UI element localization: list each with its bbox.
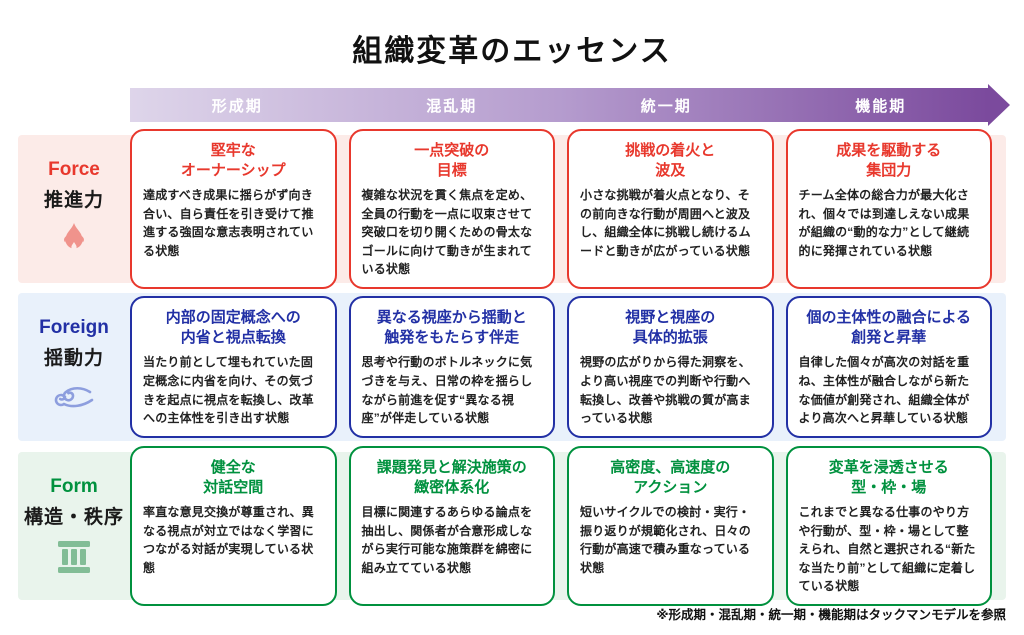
footnote: ※形成期・混乱期・統一期・機能期はタックマンモデルを参照 (656, 608, 1006, 622)
card-force-4: 成果を駆動する 集団力 チーム全体の総合力が最大化され、個々では到達しえない成果… (785, 129, 992, 289)
card-foreign-3: 視野と視座の 具体的拡張 視野の広がりから得た洞察を、より高い視座での判断や行動… (567, 296, 774, 438)
card-body: 思考や行動のボトルネックに気づきを与え、日常の枠を揺らしながら前進を促す“異なる… (361, 355, 533, 426)
card-body: 小さな挑戦が着火点となり、その前向きな行動が周囲へと波及し、組織全体に挑戦し続け… (580, 188, 751, 258)
card-body: 目標に関連するあらゆる論点を抽出し、関係者が合意形成しながら実行可能な施策群を綿… (361, 505, 533, 575)
card-title: 挑戦の着火と 波及 (625, 142, 716, 179)
phase-cell-norming: 統一期 (559, 88, 774, 122)
phase-cell-storming: 混乱期 (345, 88, 560, 122)
row-form: Form 構造・秩序 健全な 対話空間 率直な意見交換が尊重され、異なる視点が対… (18, 446, 1006, 606)
row-form-cards: 健全な 対話空間 率直な意見交換が尊重され、異なる視点が対立ではなく学習につなが… (130, 446, 1006, 606)
row-foreign: Foreign 揺動力 内部の固定概念への 内省と視点転換 当たり前として埋もれ… (18, 293, 1006, 441)
card-title: 一点突破の 目標 (414, 142, 490, 179)
row-foreign-label: Foreign 揺動力 (18, 317, 130, 418)
row-force-label: Force 推進力 (18, 159, 130, 260)
row-force-cards: 堅牢な オーナーシップ 達成すべき成果に揺らがず向き合い、自ら責任を引き受けて推… (130, 129, 1006, 289)
card-title: 個の主体性の融合による 創発と昇華 (806, 309, 972, 346)
card-force-3: 挑戦の着火と 波及 小さな挑戦が着火点となり、その前向きな行動が周囲へと波及し、… (567, 129, 774, 289)
card-body: 複雑な状況を貫く焦点を定め、全員の行動を一点に収束させて突破口を切り開くための骨… (361, 188, 533, 277)
row-force-en-label: Force (48, 158, 100, 180)
phase-cell-performing: 機能期 (774, 88, 989, 122)
row-form-label: Form 構造・秩序 (18, 476, 130, 577)
card-form-4: 変革を浸透させる 型・枠・場 これまでと異なる仕事のやり方や行動が、型・枠・場と… (785, 446, 992, 606)
row-foreign-en-label: Foreign (39, 316, 109, 338)
card-title: 視野と視座の 具体的拡張 (625, 309, 716, 346)
row-force-jp-label: 推進力 (43, 189, 104, 211)
card-force-2: 一点突破の 目標 複雑な状況を貫く焦点を定め、全員の行動を一点に収束させて突破口… (348, 129, 555, 289)
page-title: 組織変革のエッセンス (352, 35, 672, 68)
card-body: 達成すべき成果に揺らがず向き合い、自ら責任を引き受けて推進する強固な意志表明され… (143, 188, 314, 258)
phase-cell-forming: 形成期 (130, 88, 345, 122)
card-force-1: 堅牢な オーナーシップ 達成すべき成果に揺らがず向き合い、自ら責任を引き受けて推… (130, 129, 337, 289)
flame-icon (54, 220, 94, 260)
card-form-3: 高密度、高速度の アクション 短いサイクルでの検討・実行・振り返りが規範化され、… (567, 446, 774, 606)
row-form-en-label: Form (50, 475, 98, 497)
card-body: 短いサイクルでの検討・実行・振り返りが規範化され、日々の行動が高速で積み重なって… (580, 505, 751, 575)
row-force: Force 推進力 堅牢な オーナーシップ 達成すべき成果に揺らがず向き合い、自… (18, 129, 1006, 289)
phase-gradient-arrow: 形成期 混乱期 統一期 機能期 (130, 88, 988, 122)
card-foreign-1: 内部の固定概念への 内省と視点転換 当たり前として埋もれていた固定概念に内省を向… (130, 296, 337, 438)
row-foreign-cards: 内部の固定概念への 内省と視点転換 当たり前として埋もれていた固定概念に内省を向… (130, 296, 1006, 438)
card-foreign-4: 個の主体性の融合による 創発と昇華 自律した個々が高次の対話を重ね、主体性が融合… (785, 296, 992, 438)
card-foreign-2: 異なる視座から揺動と 触発をもたらす伴走 思考や行動のボトルネックに気づきを与え… (348, 296, 555, 438)
wind-icon (52, 378, 96, 418)
card-title: 内部の固定概念への 内省と視点転換 (165, 309, 301, 346)
card-body: チーム全体の総合力が最大化され、個々では到達しえない成果が組織の“動的な力”とし… (798, 188, 970, 258)
card-body: 視野の広がりから得た洞察を、より高い視座での判断や行動へ転換し、改善や挑戦の質が… (580, 355, 751, 426)
card-title: 変革を浸透させる 型・枠・場 (828, 459, 949, 496)
phase-label-performing: 機能期 (855, 97, 907, 115)
row-foreign-jp-label: 揺動力 (43, 347, 104, 369)
card-title: 課題発見と解決施策の 緻密体系化 (376, 459, 527, 496)
card-title: 堅牢な オーナーシップ (180, 142, 286, 179)
card-body: これまでと異なる仕事のやり方や行動が、型・枠・場として整えられ、自然と選択される… (798, 505, 976, 594)
card-form-2: 課題発見と解決施策の 緻密体系化 目標に関連するあらゆる論点を抽出し、関係者が合… (348, 446, 555, 606)
pillar-icon (52, 537, 96, 577)
arrowhead-icon (988, 84, 1010, 126)
card-title: 高密度、高速度の アクション (610, 459, 731, 496)
phase-label-forming: 形成期 (211, 97, 263, 115)
phase-label-storming: 混乱期 (426, 97, 478, 115)
card-title: 異なる視座から揺動と 触発をもたらす伴走 (376, 309, 527, 346)
card-body: 自律した個々が高次の対話を重ね、主体性が融合しながら新たな価値が創発され、組織全… (798, 355, 970, 426)
card-title: 健全な 対話空間 (203, 459, 264, 496)
card-title: 成果を駆動する 集団力 (836, 142, 942, 179)
card-form-1: 健全な 対話空間 率直な意見交換が尊重され、異なる視点が対立ではなく学習につなが… (130, 446, 337, 606)
phase-label-norming: 統一期 (640, 97, 692, 115)
card-body: 率直な意見交換が尊重され、異なる視点が対立ではなく学習につながる対話が実現してい… (143, 505, 314, 575)
row-form-jp-label: 構造・秩序 (23, 506, 124, 528)
card-body: 当たり前として埋もれていた固定概念に内省を向け、その気づきを起点に視点を転換し、… (143, 355, 314, 426)
